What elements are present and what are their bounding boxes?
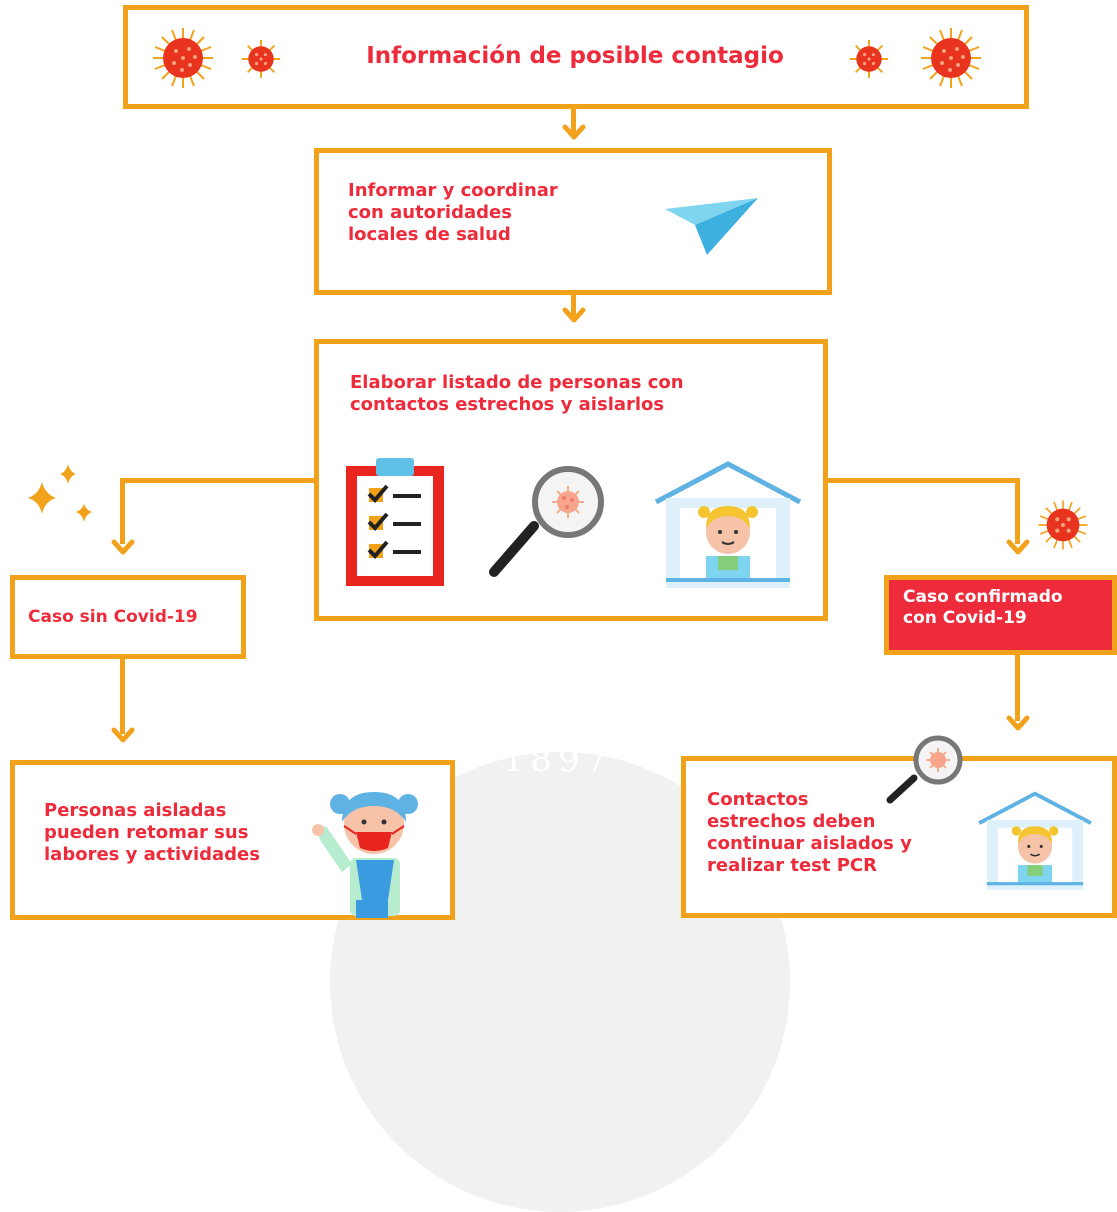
node-case-confirmed: [884, 575, 1117, 655]
arrow-down-icon: [111, 727, 135, 743]
connector: [571, 293, 576, 317]
connector: [826, 478, 1020, 483]
arrow-down-icon: [111, 539, 135, 555]
child-with-mask-icon: [312, 792, 418, 918]
child-at-home-icon: [978, 791, 1092, 890]
watermark-year: 1897: [502, 740, 614, 780]
magnifier-virus-icon: [489, 466, 604, 577]
connector: [1015, 478, 1020, 544]
arrow-down-icon: [1006, 715, 1030, 731]
virus-icon: [1038, 500, 1088, 550]
node-inform-authorities: [314, 148, 832, 295]
virus-icon: [153, 28, 213, 88]
magnifier-virus-icon: [886, 735, 963, 804]
connector: [1015, 651, 1020, 721]
child-at-home-icon: [654, 461, 802, 588]
node-case-no-covid-label: Caso sin Covid-19: [28, 607, 198, 627]
virus-icon: [241, 39, 281, 79]
sparkle-icon: [28, 464, 92, 522]
arrow-down-icon: [562, 124, 586, 140]
virus-icon: [849, 39, 889, 79]
paper-plane-icon: [665, 198, 758, 255]
virus-icon: [921, 28, 981, 88]
node-case-no-covid: [10, 575, 246, 659]
connector: [571, 107, 576, 133]
arrow-down-icon: [562, 307, 586, 323]
clipboard-checklist-icon: [346, 458, 444, 586]
arrow-down-icon: [1006, 539, 1030, 555]
connector: [120, 478, 318, 483]
node-possible-contagion-label: Información de posible contagio: [366, 43, 784, 69]
connector: [120, 478, 125, 544]
connector: [120, 656, 125, 734]
